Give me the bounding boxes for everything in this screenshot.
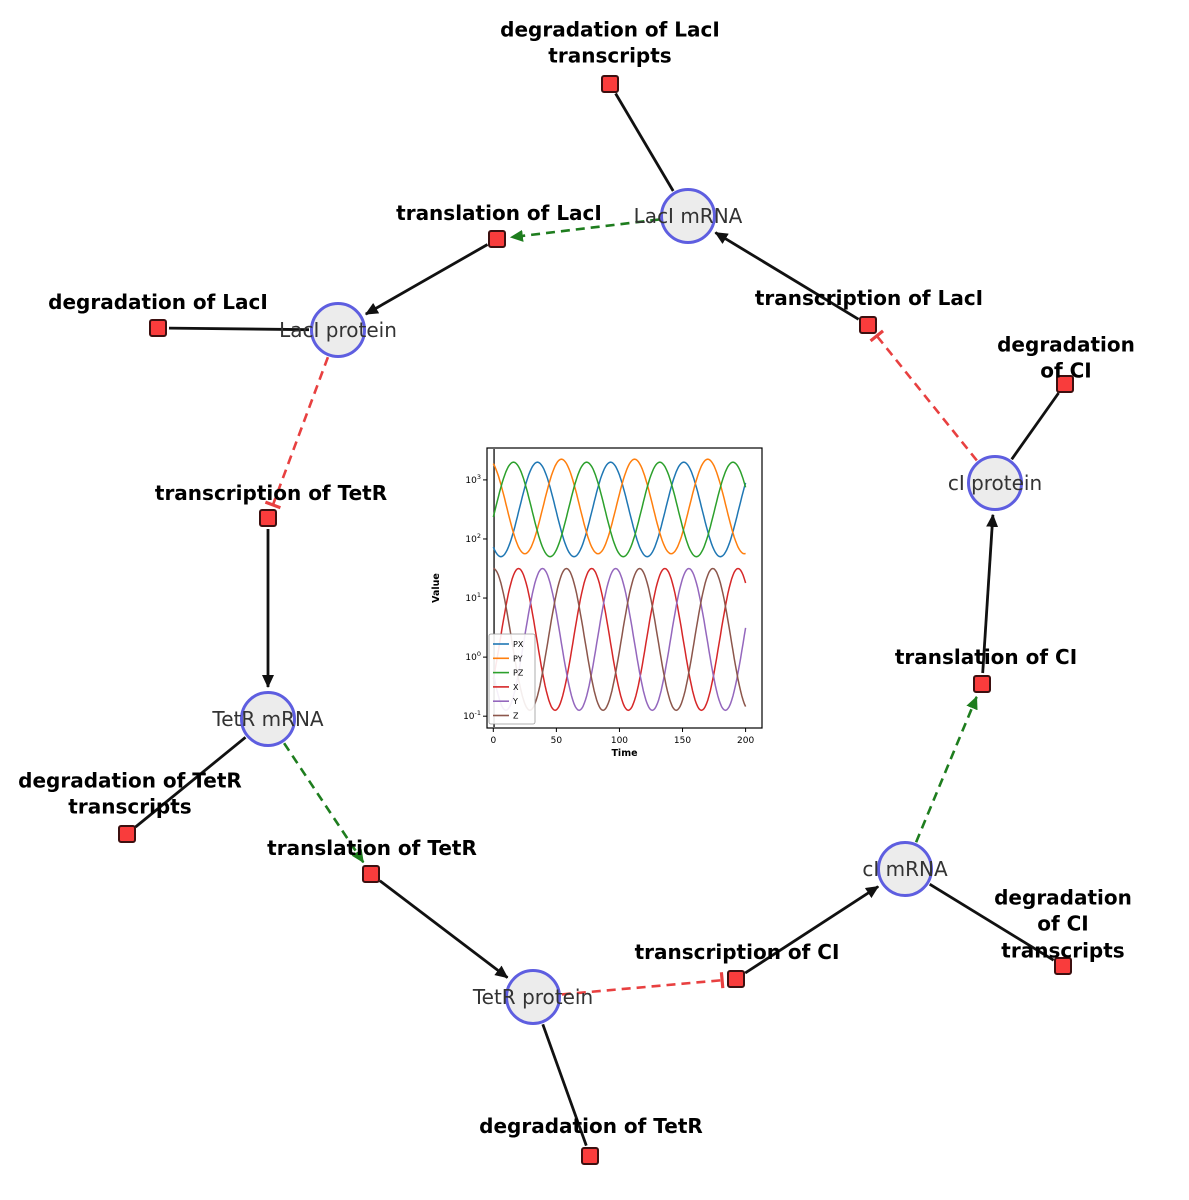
y-tick-label: 101 [465, 591, 481, 604]
y-tick-label: 103 [465, 473, 481, 486]
edge-inhibition-tetr-protein-transcription-ci [561, 972, 725, 996]
legend-label-Y: Y [512, 697, 518, 706]
edge-product-translation-tetr-tetr-protein [378, 879, 509, 979]
reaction-label-transcription-tetr: transcription of TetR [154, 480, 388, 505]
y-tick-label: 10-1 [463, 709, 481, 722]
edge-modifier-laci-mrna-translation-laci [509, 218, 660, 242]
x-tick-label: 0 [490, 736, 496, 746]
chart-line-PX [492, 461, 747, 558]
x-tick-label: 200 [737, 736, 754, 746]
reaction-node-transcription-ci[interactable] [727, 970, 745, 988]
legend-label-X: X [513, 683, 519, 692]
edge-reactant-laci-protein-deg-laci [168, 326, 310, 332]
edge-modifier-tetr-mrna-translation-tetr [283, 742, 365, 864]
species-node-laci-mrna[interactable] [660, 188, 716, 244]
species-node-ci-mrna[interactable] [877, 841, 933, 897]
reaction-node-transcription-tetr[interactable] [259, 509, 277, 527]
y-axis-title: Value [431, 573, 442, 603]
chart-line-PZ [492, 461, 747, 558]
x-axis-title: Time [611, 748, 637, 758]
edge-product-transcription-laci-laci-mrna [714, 231, 860, 321]
reaction-label-deg-tetr-transcripts: degradation of TetR transcripts [18, 768, 242, 819]
reaction-node-translation-tetr[interactable] [362, 865, 380, 883]
edge-product-transcription-ci-ci-mrna [744, 885, 880, 975]
reaction-node-deg-ci-transcripts[interactable] [1054, 957, 1072, 975]
legend-label-PZ: PZ [513, 669, 524, 678]
species-node-tetr-protein[interactable] [505, 969, 561, 1025]
edge-reactant-ci-mrna-deg-ci-transcripts [928, 883, 1055, 962]
reaction-label-deg-ci-transcripts: degradation of CI transcripts [994, 885, 1132, 963]
reaction-node-transcription-laci[interactable] [859, 316, 877, 334]
reaction-node-deg-laci-transcripts[interactable] [601, 75, 619, 93]
edge-modifier-ci-mrna-translation-ci [914, 695, 978, 843]
reaction-label-transcription-laci: transcription of LacI [754, 285, 984, 310]
species-node-ci-protein[interactable] [967, 455, 1023, 511]
reaction-node-deg-tetr-transcripts[interactable] [118, 825, 136, 843]
reaction-label-deg-tetr: degradation of TetR [479, 1113, 703, 1138]
y-tick-label: 102 [465, 532, 481, 545]
reaction-node-translation-ci[interactable] [973, 675, 991, 693]
species-node-laci-protein[interactable] [310, 302, 366, 358]
edge-product-translation-laci-laci-protein [364, 243, 489, 316]
x-tick-label: 50 [551, 736, 563, 746]
reaction-label-translation-tetr: translation of TetR [267, 835, 477, 860]
chart-line-PY [492, 458, 746, 555]
chart-legend [488, 633, 536, 725]
reaction-node-deg-laci[interactable] [149, 319, 167, 337]
legend-label-PX: PX [513, 640, 524, 649]
reaction-label-translation-ci: translation of CI [894, 644, 1078, 669]
x-tick-label: 100 [611, 736, 628, 746]
y-tick-label: 100 [465, 650, 481, 663]
reaction-label-transcription-ci: transcription of CI [634, 939, 840, 964]
chart-line-X [492, 567, 747, 712]
reaction-node-deg-ci[interactable] [1056, 375, 1074, 393]
edge-reactant-ci-protein-deg-ci [1010, 392, 1060, 461]
reaction-label-translation-laci: translation of LacI [396, 200, 602, 225]
edge-reactant-tetr-mrna-deg-tetr-transcripts [134, 736, 247, 829]
x-tick-label: 150 [674, 736, 691, 746]
species-node-tetr-mrna[interactable] [240, 691, 296, 747]
reaction-label-deg-laci-transcripts: degradation of LacI transcripts [500, 17, 720, 68]
chart-line-Y [492, 567, 747, 712]
reaction-node-deg-tetr[interactable] [581, 1147, 599, 1165]
legend-label-Z: Z [513, 712, 519, 721]
edge-reactant-laci-mrna-deg-laci-transcripts [614, 92, 675, 192]
legend-label-PY: PY [513, 654, 523, 663]
edge-inhibition-ci-protein-transcription-laci [869, 329, 978, 462]
reaction-node-translation-laci[interactable] [488, 230, 506, 248]
edge-product-translation-ci-ci-protein [981, 513, 999, 674]
edge-reactant-tetr-protein-deg-tetr [541, 1023, 588, 1147]
edge-inhibition-laci-protein-transcription-tetr [264, 356, 330, 510]
reaction-label-deg-laci: degradation of LacI [48, 289, 268, 314]
